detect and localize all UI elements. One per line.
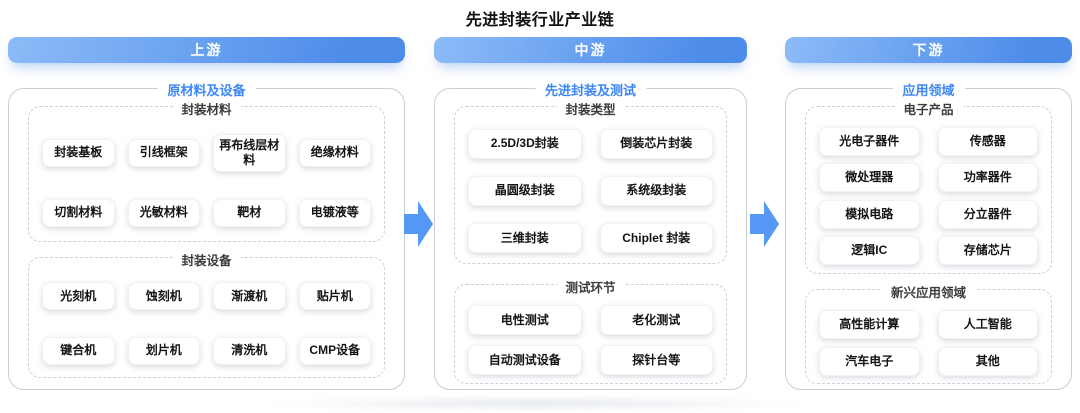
item-chip: 分立器件 — [937, 199, 1038, 229]
item-chip: 电性测试 — [468, 305, 582, 335]
downstream-group-box: 应用领域 电子产品 光电子器件 传感器 微处理器 功率器件 模拟电路 分立器件 … — [785, 80, 1072, 390]
downstream-group-label: 应用领域 — [892, 80, 965, 99]
midstream-banner-label: 中游 — [574, 42, 607, 58]
column-downstream: 下游 应用领域 电子产品 光电子器件 传感器 微处理器 功率器件 模拟电路 分立… — [785, 37, 1072, 390]
item-chip: 切割材料 — [42, 198, 115, 227]
item-chip: 晶圆级封装 — [468, 175, 582, 206]
items-grid: 2.5D/3D封装 倒装芯片封装 晶圆级封装 系统级封装 三维封装 Chiple… — [468, 127, 713, 255]
section-packaging-materials: 封装材料 封装基板 引线框架 再布线层材料 绝缘材料 切割材料 光敏材料 靶材 … — [28, 99, 385, 242]
item-chip: 模拟电路 — [819, 199, 920, 229]
item-chip: 靶材 — [213, 198, 286, 227]
upstream-group-box: 原材料及设备 封装材料 封装基板 引线框架 再布线层材料 绝缘材料 切割材料 光… — [8, 80, 405, 390]
item-chip: 绝缘材料 — [298, 138, 371, 167]
item-chip: 光电子器件 — [819, 127, 920, 157]
floor-shadow — [255, 397, 815, 410]
item-chip: 蚀刻机 — [127, 282, 200, 311]
section-packaging-types: 封装类型 2.5D/3D封装 倒装芯片封装 晶圆级封装 系统级封装 三维封装 C… — [454, 99, 727, 264]
item-chip: 汽车电子 — [819, 347, 920, 376]
section-label: 封装类型 — [556, 99, 625, 118]
section-label: 电子产品 — [894, 99, 963, 118]
items-grid: 光电子器件 传感器 微处理器 功率器件 模拟电路 分立器件 逻辑IC 存储芯片 — [819, 127, 1038, 265]
item-chip: 清洗机 — [213, 336, 286, 365]
item-chip: 老化测试 — [599, 305, 713, 335]
section-label: 封装材料 — [172, 99, 241, 118]
item-chip: 人工智能 — [937, 310, 1038, 339]
item-chip: 光敏材料 — [127, 198, 200, 227]
item-chip: 键合机 — [42, 336, 115, 365]
section-packaging-equipment: 封装设备 光刻机 蚀刻机 渐渡机 贴片机 键合机 划片机 清洗机 CMP设备 — [28, 250, 385, 378]
item-chip: 划片机 — [127, 336, 200, 365]
section-electronic-products: 电子产品 光电子器件 传感器 微处理器 功率器件 模拟电路 分立器件 逻辑IC … — [805, 99, 1052, 274]
item-chip: 再布线层材料 — [213, 133, 286, 172]
column-midstream: 中游 先进封装及测试 封装类型 2.5D/3D封装 倒装芯片封装 晶圆级封装 系… — [434, 37, 747, 390]
item-chip: 微处理器 — [819, 163, 920, 193]
item-chip: 封装基板 — [42, 138, 115, 167]
item-chip: 逻辑IC — [819, 235, 920, 265]
item-chip: 渐渡机 — [213, 282, 286, 311]
section-emerging-applications: 新兴应用领域 高性能计算 人工智能 汽车电子 其他 — [805, 282, 1052, 384]
upstream-group-label: 原材料及设备 — [157, 80, 256, 99]
section-testing-steps: 测试环节 电性测试 老化测试 自动测试设备 探针台等 — [454, 277, 727, 384]
downstream-banner: 下游 — [785, 37, 1072, 63]
item-chip: 贴片机 — [298, 282, 371, 311]
item-chip: 高性能计算 — [819, 310, 920, 339]
item-chip: 三维封装 — [468, 223, 582, 254]
right-arrow-icon — [750, 201, 779, 247]
section-label: 新兴应用领域 — [881, 282, 976, 301]
item-chip: 电镀液等 — [298, 198, 371, 227]
right-arrow-icon — [404, 201, 433, 247]
item-chip: 倒装芯片封装 — [599, 128, 713, 159]
item-chip: 其他 — [937, 347, 1038, 376]
item-chip: 自动测试设备 — [468, 345, 582, 375]
midstream-group-box: 先进封装及测试 封装类型 2.5D/3D封装 倒装芯片封装 晶圆级封装 系统级封… — [434, 80, 747, 390]
items-grid: 封装基板 引线框架 再布线层材料 绝缘材料 切割材料 光敏材料 靶材 电镀液等 — [42, 127, 371, 233]
section-label: 封装设备 — [172, 250, 241, 269]
item-chip: 存储芯片 — [937, 235, 1038, 265]
upstream-banner-label: 上游 — [190, 42, 223, 58]
upstream-banner: 上游 — [8, 37, 405, 63]
item-chip: 引线框架 — [127, 138, 200, 167]
item-chip: Chiplet 封装 — [599, 223, 713, 254]
item-chip: CMP设备 — [298, 336, 371, 365]
item-chip: 功率器件 — [937, 163, 1038, 193]
midstream-banner: 中游 — [434, 37, 747, 63]
items-grid: 光刻机 蚀刻机 渐渡机 贴片机 键合机 划片机 清洗机 CMP设备 — [42, 278, 371, 369]
items-grid: 高性能计算 人工智能 汽车电子 其他 — [819, 310, 1038, 376]
section-label: 测试环节 — [556, 277, 625, 296]
midstream-group-label: 先进封装及测试 — [534, 80, 647, 99]
item-chip: 2.5D/3D封装 — [468, 128, 582, 159]
item-chip: 传感器 — [937, 127, 1038, 157]
item-chip: 光刻机 — [42, 282, 115, 311]
downstream-banner-label: 下游 — [912, 42, 945, 58]
items-grid: 电性测试 老化测试 自动测试设备 探针台等 — [468, 305, 713, 375]
column-upstream: 上游 原材料及设备 封装材料 封装基板 引线框架 再布线层材料 绝缘材料 切割材… — [8, 37, 405, 390]
item-chip: 系统级封装 — [599, 175, 713, 206]
item-chip: 探针台等 — [599, 345, 713, 375]
page-title: 先进封装行业产业链 — [465, 12, 615, 29]
